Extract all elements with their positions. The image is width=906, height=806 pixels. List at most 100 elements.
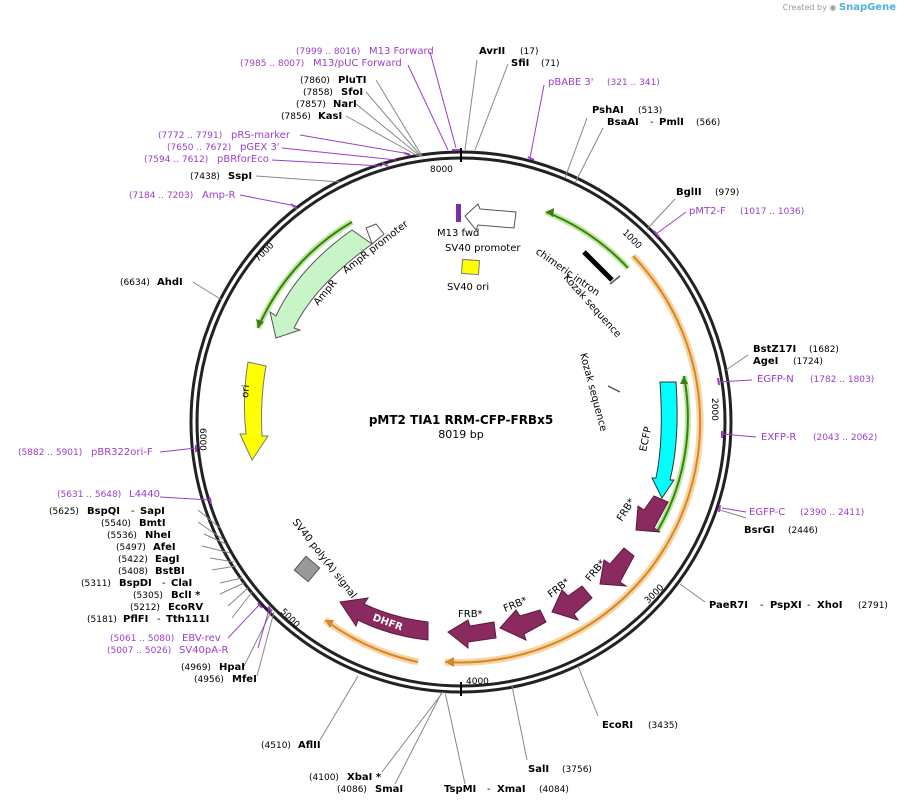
svg-text:(5408): (5408) bbox=[118, 567, 148, 577]
primer-sv40pa-r: SV40pA-R bbox=[179, 645, 228, 656]
snapgene-logo-icon: ◉ bbox=[829, 3, 837, 12]
m13-fwd-label: M13 fwd bbox=[437, 228, 479, 239]
svg-text:(5422): (5422) bbox=[118, 555, 148, 565]
ampr-feature bbox=[269, 229, 373, 339]
svg-text:(7857): (7857) bbox=[296, 100, 326, 110]
svg-text:(4956): (4956) bbox=[194, 675, 224, 685]
enzyme-eagi: EagI bbox=[155, 554, 179, 565]
enzyme-bglii: BglII bbox=[676, 187, 702, 198]
enzyme-bspdi: BspDI bbox=[119, 578, 152, 589]
svg-text:PspXI: PspXI bbox=[770, 600, 802, 611]
orf-arc-2 bbox=[322, 617, 419, 666]
primer-amp-r: Amp-R bbox=[202, 190, 236, 201]
svg-text:(7438): (7438) bbox=[190, 172, 220, 182]
enzyme-agei: AgeI bbox=[753, 356, 778, 367]
svg-text:(7184 .. 7203): (7184 .. 7203) bbox=[129, 191, 193, 201]
svg-text:(7858): (7858) bbox=[303, 88, 333, 98]
svg-text:(7856): (7856) bbox=[281, 112, 311, 122]
svg-text:(4086): (4086) bbox=[337, 785, 367, 795]
svg-text:(5061 .. 5080): (5061 .. 5080) bbox=[110, 634, 174, 644]
enzyme-bmti: BmtI bbox=[139, 518, 166, 529]
tick-1000: 1000 bbox=[620, 228, 643, 251]
svg-text:(71): (71) bbox=[541, 59, 559, 69]
enzyme-bspqi: BspQI bbox=[87, 506, 120, 517]
svg-text:(5305): (5305) bbox=[133, 591, 163, 601]
primer-pbabe-3: pBABE 3' bbox=[548, 77, 594, 88]
enzyme-ecorv: EcoRV bbox=[168, 602, 203, 613]
primer-m13-puc-forward: M13/pUC Forward bbox=[313, 58, 402, 69]
enzyme-ahdi: AhdI bbox=[157, 277, 183, 288]
svg-text:(5882 .. 5901): (5882 .. 5901) bbox=[18, 448, 82, 458]
svg-text:(3435): (3435) bbox=[648, 721, 678, 731]
svg-text:-: - bbox=[650, 117, 654, 128]
enzyme-avrii: AvrII bbox=[479, 46, 505, 57]
svg-text:(2791): (2791) bbox=[858, 601, 888, 611]
primer-egfp-c: EGFP-C bbox=[749, 507, 785, 518]
dhfr-feature bbox=[339, 597, 429, 641]
enzyme-kasi: KasI bbox=[318, 111, 342, 122]
svg-text:(5311): (5311) bbox=[81, 579, 111, 589]
primer-exfp-r: EXFP-R bbox=[761, 432, 796, 443]
svg-text:(513): (513) bbox=[638, 106, 662, 116]
frb-features bbox=[447, 495, 669, 650]
enzyme-smai: SmaI bbox=[375, 784, 403, 795]
primer-labels: (7999 .. 8016) M13 Forward (7985 .. 8007… bbox=[18, 46, 877, 656]
svg-text:-: - bbox=[131, 506, 135, 517]
ecfp-feature bbox=[651, 381, 678, 499]
kozak-feature-2 bbox=[607, 385, 621, 393]
frb-label-1: FRB* bbox=[615, 497, 637, 524]
enzyme-tspmi: TspMI bbox=[444, 784, 476, 795]
tick-2000: 2000 bbox=[709, 398, 719, 421]
svg-text:-: - bbox=[162, 578, 166, 589]
enzyme-sfoi: SfoI bbox=[341, 87, 363, 98]
svg-text:(566): (566) bbox=[696, 118, 720, 128]
svg-text:(4969): (4969) bbox=[181, 663, 211, 673]
enzyme-nhei: NheI bbox=[145, 530, 171, 541]
tick-5000: 5000 bbox=[278, 607, 301, 630]
svg-text:(321 .. 341): (321 .. 341) bbox=[607, 78, 660, 88]
svg-text:Tth111I: Tth111I bbox=[166, 614, 209, 625]
svg-text:(1017 .. 1036): (1017 .. 1036) bbox=[740, 207, 804, 217]
enzyme-mfei: MfeI bbox=[232, 674, 257, 685]
enzyme-bsaai: BsaAI bbox=[607, 117, 639, 128]
svg-text:(5536): (5536) bbox=[107, 531, 137, 541]
svg-text:SapI: SapI bbox=[140, 506, 165, 517]
svg-text:(1682): (1682) bbox=[809, 345, 839, 355]
svg-text:(4100): (4100) bbox=[309, 773, 339, 783]
enzyme-ecori: EcoRI bbox=[602, 720, 633, 731]
primer-l4440: L4440 bbox=[129, 489, 160, 500]
frb-label-5: FRB* bbox=[458, 609, 483, 620]
enzyme-sspi: SspI bbox=[228, 171, 252, 182]
ampr-promoter-feature bbox=[365, 223, 385, 245]
svg-text:(979): (979) bbox=[715, 188, 739, 198]
primer-marks bbox=[195, 149, 723, 612]
enzyme-labels: AvrII (17) SfiI (71) PshAI (513) BsaAI -… bbox=[49, 46, 888, 795]
sv40-polya-label: SV40 poly(A) signal bbox=[290, 517, 359, 601]
orf-arc bbox=[444, 253, 704, 667]
frb-2 bbox=[599, 547, 635, 587]
enzyme-bsrgi: BsrGI bbox=[744, 525, 774, 536]
plasmid-size: 8019 bp bbox=[438, 428, 483, 441]
svg-text:(2390 .. 2411): (2390 .. 2411) bbox=[800, 508, 864, 518]
enzyme-afei: AfeI bbox=[153, 542, 176, 553]
svg-text:(7594 .. 7612): (7594 .. 7612) bbox=[144, 155, 208, 165]
enzyme-pflfi: PflFI bbox=[123, 614, 148, 625]
primer-prs-marker: pRS-marker bbox=[231, 130, 291, 141]
svg-text:(7860): (7860) bbox=[300, 76, 330, 86]
frb-1 bbox=[635, 495, 669, 533]
enzyme-bstbi: BstBI bbox=[155, 566, 185, 577]
frb-3 bbox=[551, 585, 593, 621]
svg-text:-: - bbox=[760, 600, 764, 611]
primer-pbr322ori-f: pBR322ori-F bbox=[91, 447, 153, 458]
svg-text:(5625): (5625) bbox=[49, 507, 79, 517]
primer-pbrforeco: pBRforEco bbox=[217, 154, 269, 165]
leader-lines bbox=[192, 59, 749, 785]
enzyme-hpai: HpaI bbox=[219, 662, 245, 673]
snapgene-credit: Created by ◉ SnapGene bbox=[783, 2, 896, 13]
svg-text:(1724): (1724) bbox=[793, 357, 823, 367]
svg-text:-: - bbox=[157, 614, 161, 625]
enzyme-pshai: PshAI bbox=[592, 105, 624, 116]
svg-text:(7772 .. 7791): (7772 .. 7791) bbox=[158, 131, 222, 141]
primer-pmt2-f: pMT2-F bbox=[689, 206, 726, 217]
